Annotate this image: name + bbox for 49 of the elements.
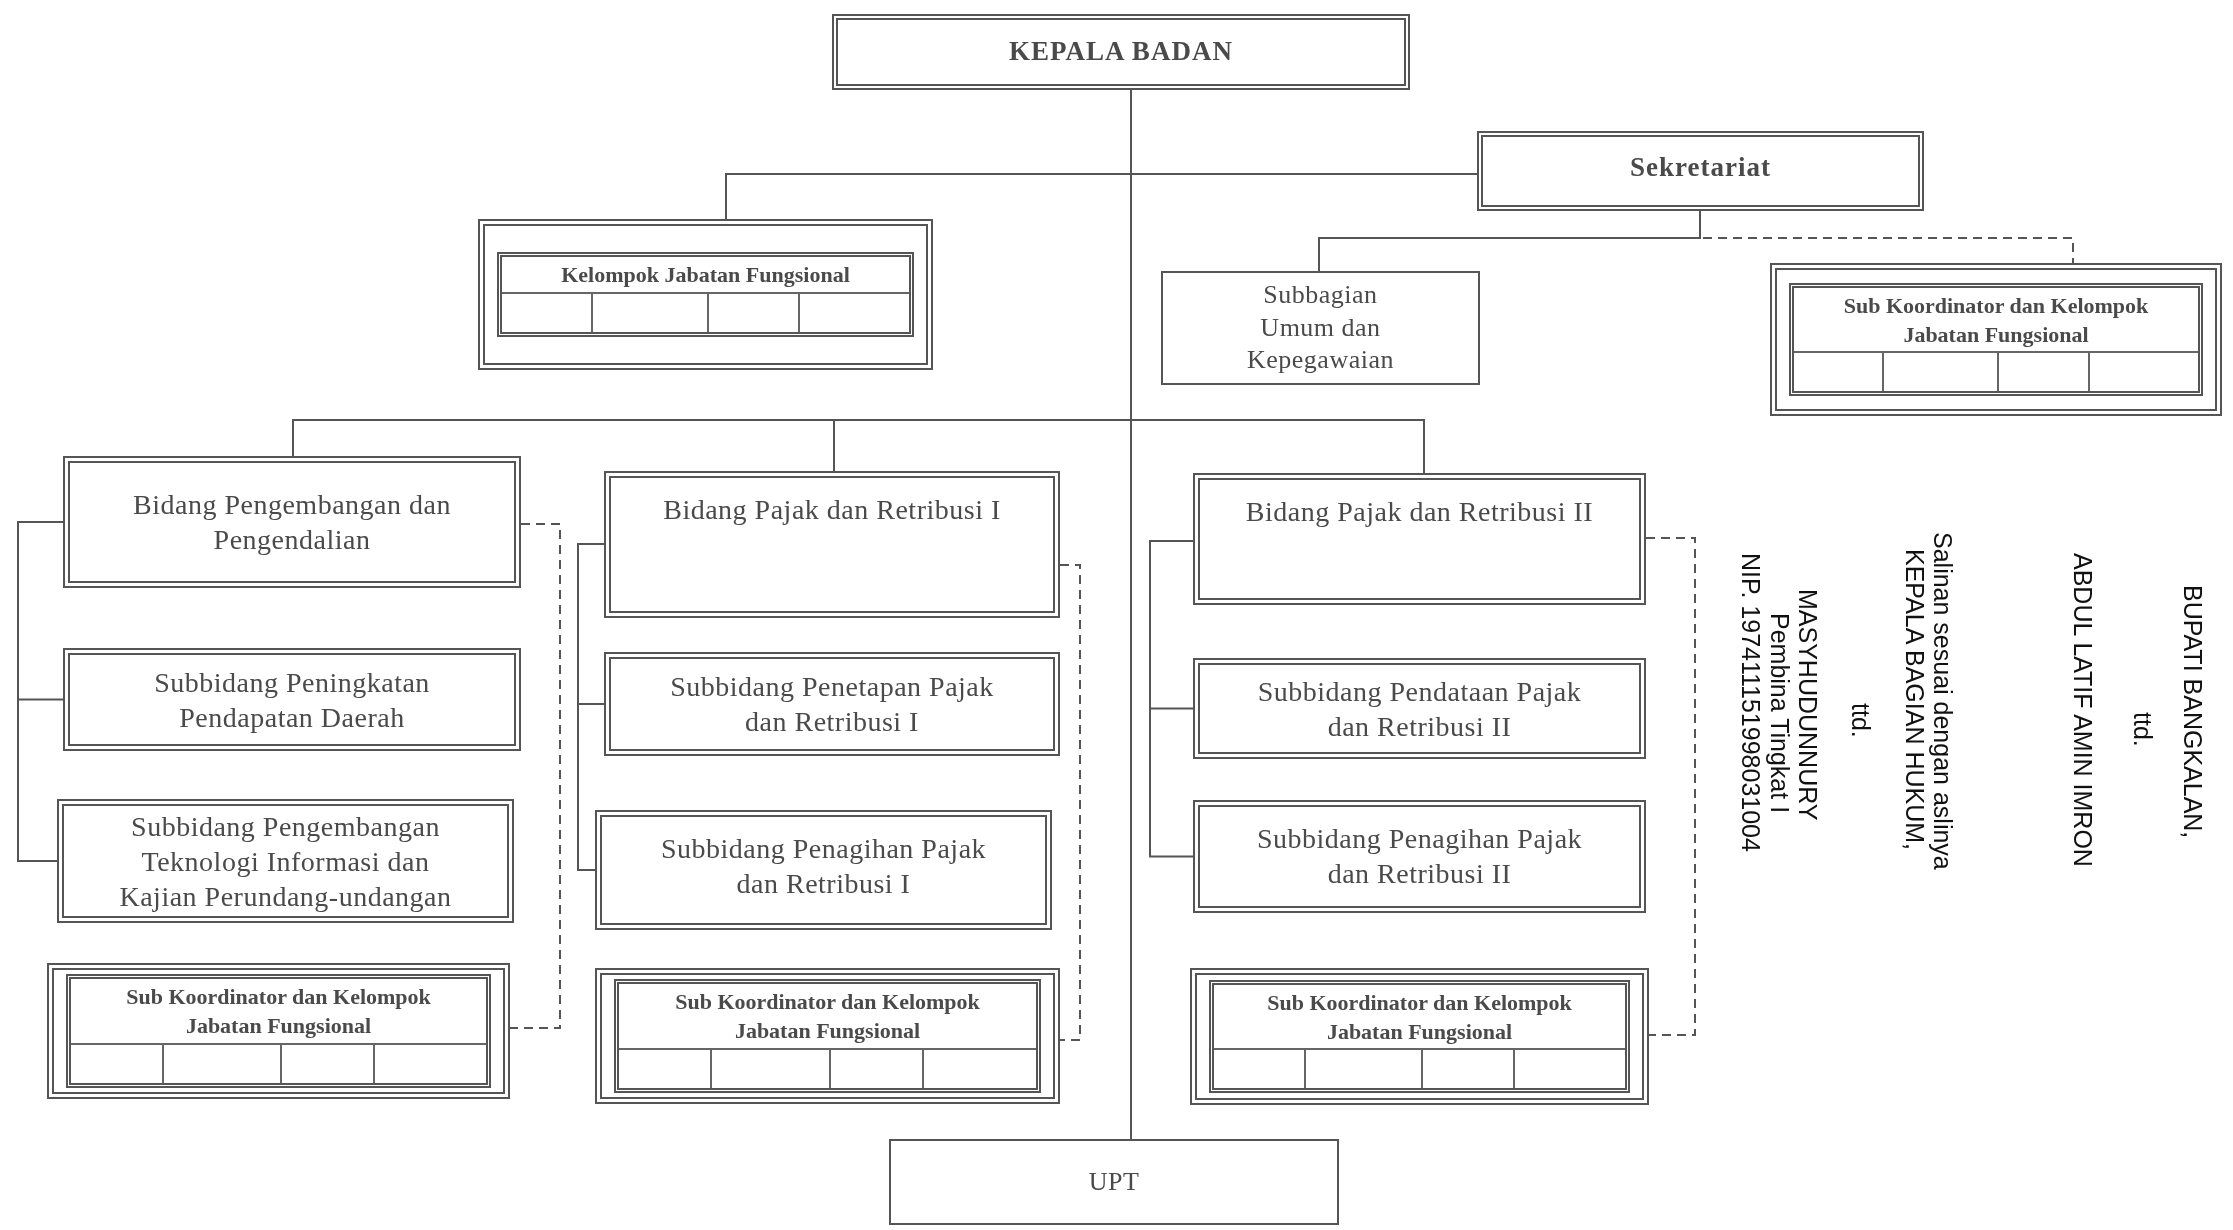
unit-title: Subbidang Penetapan Pajak dan Retribusi I [669, 670, 995, 739]
unit-box [57, 799, 514, 923]
signature-text: ttd. [1848, 703, 1873, 738]
unit-title: Sub Koordinator dan Kelompok Jabatan Fungsional [1842, 291, 2150, 349]
unit-table-box [1190, 968, 1649, 1105]
dashed-connector [1059, 564, 1081, 1041]
unit-title: Sub Koordinator dan Kelompok Jabatan Fungsional [674, 988, 981, 1045]
signature-text: ABDUL LATIF AMIN IMRON [2070, 553, 2095, 867]
unit-box [63, 456, 521, 588]
unit-box [1193, 473, 1646, 605]
unit-box [1477, 131, 1924, 211]
unit-title: Subbidang Pendataan Pajak dan Retribusi II [1256, 674, 1583, 744]
signature-text: Pembina Tingkat I [1767, 613, 1792, 814]
unit-title: Sub Koordinator dan Kelompok Jabatan Fungsional [1266, 988, 1573, 1046]
unit-title: Kelompok Jabatan Fungsional [560, 261, 851, 290]
unit-title: Subbagian Umum dan Kepegawaian [1246, 279, 1395, 377]
unit-box [1193, 658, 1646, 759]
unit-table-box [595, 968, 1060, 1104]
unit-title: Subbidang Penagihan Pajak dan Retribusi I [659, 832, 988, 901]
unit-box [63, 648, 521, 751]
unit-title: Subbidang Peningkatan Pendapatan Daerah [153, 665, 431, 735]
signature-text: Salinan sesuai dengan aslinya [1930, 532, 1955, 870]
unit-title: Bidang Pajak dan Retribusi II [1245, 495, 1594, 529]
unit-title: Bidang Pengembangan dan Pengendalian [132, 488, 452, 557]
unit-title: Sekretariat [1630, 151, 1771, 184]
connector-line [577, 543, 605, 871]
signature-text: BUPATI BANGKALAN, [2180, 585, 2205, 839]
unit-title: Bidang Pajak dan Retribusi I [663, 493, 1001, 527]
signature-text: MASYHUDUNNURY [1795, 589, 1820, 821]
dashed-connector [509, 523, 561, 1029]
unit-title: Sub Koordinator dan Kelompok Jabatan Fungsional [125, 983, 432, 1040]
unit-box [832, 14, 1410, 90]
unit-box [604, 652, 1060, 756]
unit-box [595, 810, 1052, 930]
unit-table-box [47, 963, 510, 1099]
unit-title: Subbidang Pengembangan Teknologi Informasi dan Kajian Perundang-undangan [118, 809, 453, 914]
unit-box [604, 471, 1060, 618]
unit-title: KEPALA BADAN [1009, 35, 1233, 69]
unit-box [889, 1139, 1339, 1225]
unit-title: UPT [1088, 1165, 1140, 1198]
unit-table-box [478, 219, 933, 370]
unit-box [1193, 800, 1646, 913]
signature-text: NIP. 197411151998031004 [1738, 553, 1763, 852]
unit-title: Subbidang Penagihan Pajak dan Retribusi II [1255, 822, 1584, 891]
signature-text: ttd. [2130, 712, 2155, 747]
dashed-connector [1645, 537, 1696, 1036]
unit-table-box [1770, 263, 2222, 416]
unit-box [1161, 271, 1480, 385]
connector-line [1149, 540, 1194, 858]
